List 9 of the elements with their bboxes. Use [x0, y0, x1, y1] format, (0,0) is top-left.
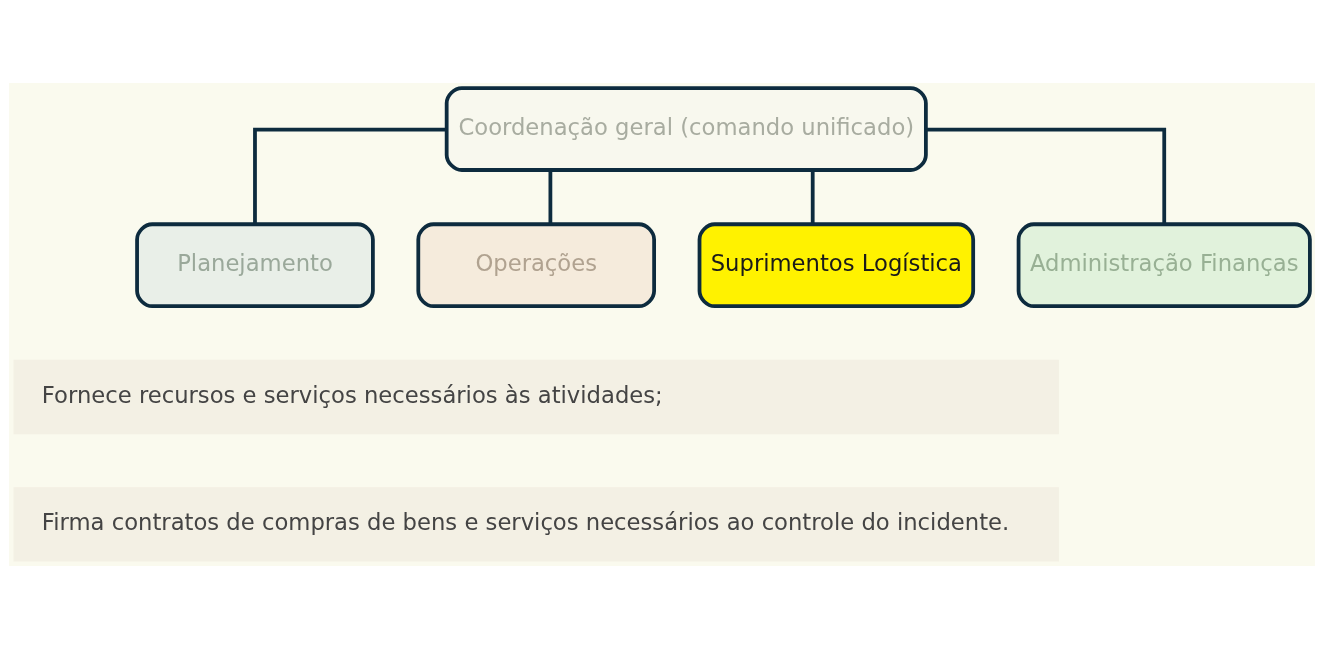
connector	[548, 169, 553, 224]
connector	[253, 127, 447, 224]
node-box: Planejamento	[135, 221, 375, 308]
node-box: Suprimentos Logística	[697, 221, 976, 308]
node-box: Administração Finanças	[1016, 221, 1312, 308]
node-box: Operações	[416, 221, 656, 308]
connector	[810, 169, 815, 224]
connector	[925, 127, 1167, 224]
node-box: Coordenação geral (comando unificado)	[444, 85, 928, 172]
